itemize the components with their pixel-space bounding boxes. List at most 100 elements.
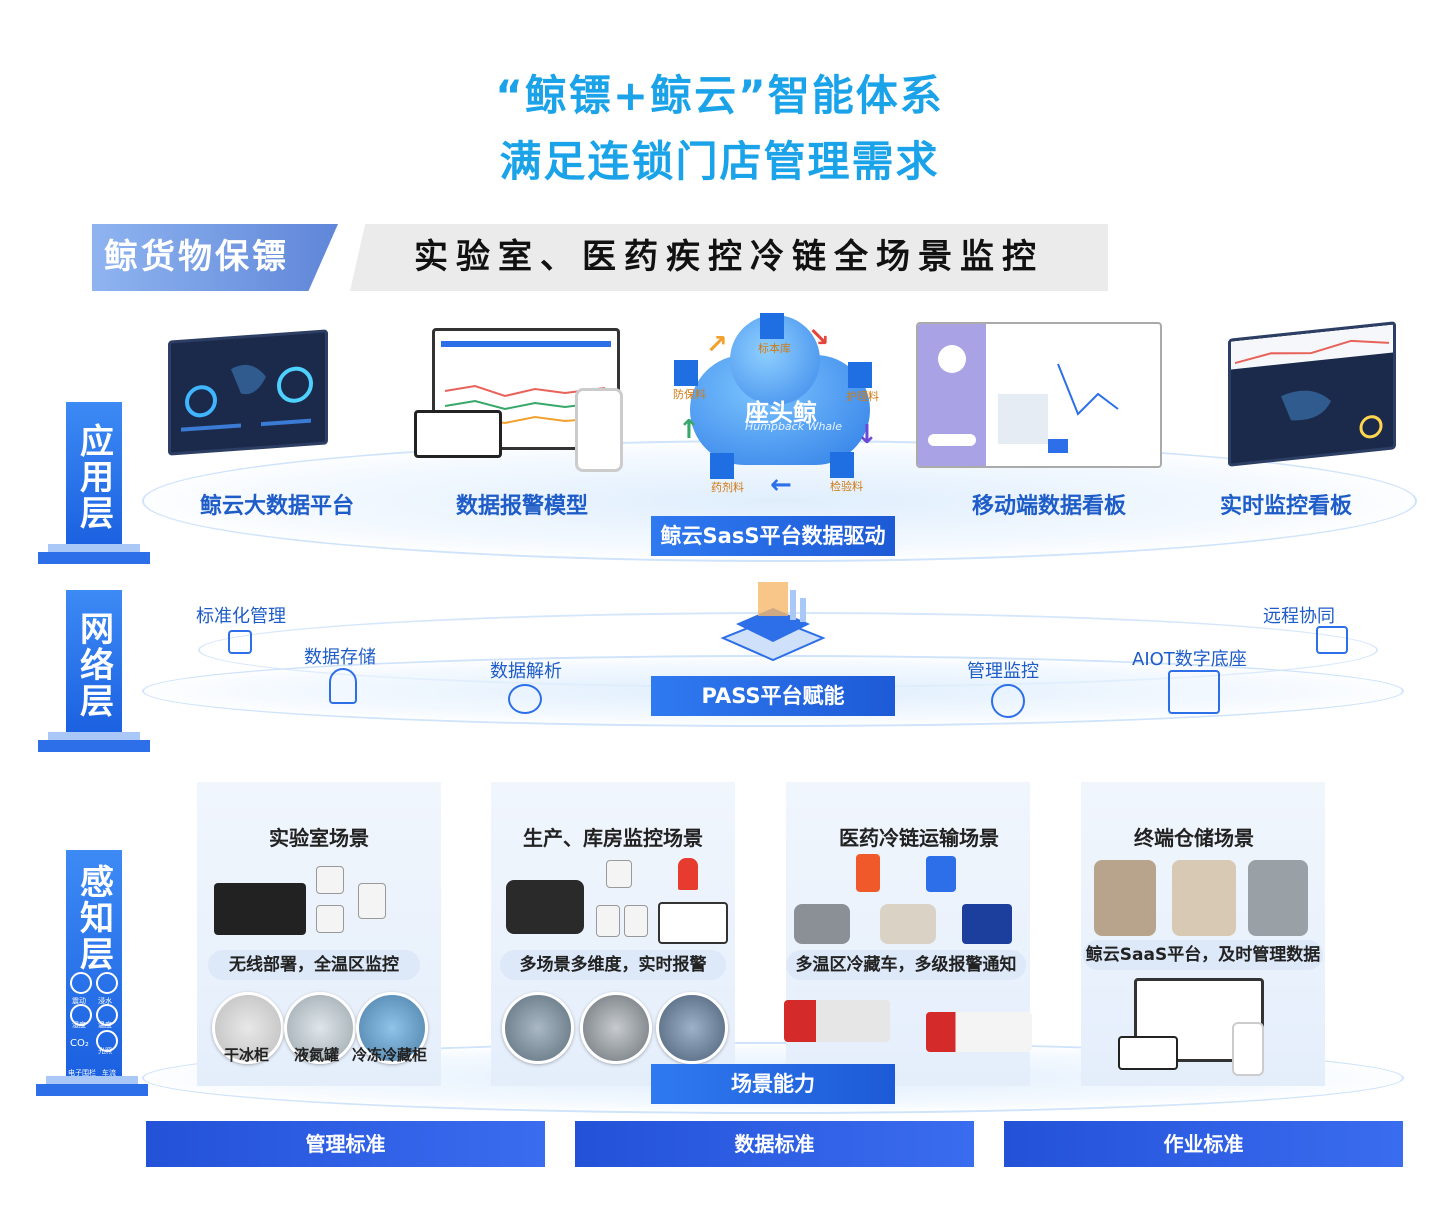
card-title: 生产、库房监控场景 bbox=[523, 826, 703, 850]
card-pill: 多场景多维度，实时报警 bbox=[500, 950, 726, 980]
building-label: 标本库 bbox=[758, 342, 791, 355]
cloud-brand-name: 座头鲸 bbox=[745, 399, 817, 427]
bigdata-screen-mockup bbox=[168, 329, 328, 456]
app-item-label: 鲸云大数据平台 bbox=[200, 494, 355, 519]
cycle-arrow-icon: ↗ bbox=[706, 330, 728, 360]
cycle-arrow-icon: ↑ bbox=[678, 415, 700, 445]
realtime-monitor-mockup bbox=[1228, 321, 1396, 467]
refrigerated-truck bbox=[784, 1000, 890, 1042]
storage-photo bbox=[1172, 860, 1236, 936]
alarm-light-device bbox=[678, 858, 698, 890]
realtime-chart-icon bbox=[1231, 324, 1393, 439]
temperature-icon bbox=[96, 1004, 118, 1026]
card-pill: 多温区冷藏车，多级报警通知 bbox=[786, 950, 1026, 980]
sensor-label: CO₂ bbox=[70, 1038, 89, 1049]
gateway-device bbox=[214, 883, 306, 935]
card-title: 实验室场景 bbox=[269, 826, 369, 850]
freezer-photo bbox=[356, 992, 428, 1064]
storage-photo bbox=[1094, 860, 1156, 936]
building-icon bbox=[674, 360, 698, 386]
sensor-device bbox=[624, 905, 648, 937]
sensor-device bbox=[316, 905, 344, 933]
alarm-model-tablet bbox=[414, 410, 502, 458]
saas-cloud-graphic bbox=[690, 315, 870, 465]
sensor-label: 浸水 bbox=[98, 997, 112, 1005]
saas-phone-mockup bbox=[1232, 1022, 1264, 1076]
data-parse-icon bbox=[508, 684, 542, 714]
warehouse-photo bbox=[502, 992, 574, 1064]
standard-operation: 作业标准 bbox=[1004, 1121, 1403, 1167]
liquid-nitrogen-photo bbox=[284, 992, 356, 1064]
network-item-label: 标准化管理 bbox=[196, 606, 286, 627]
humidity-icon bbox=[70, 1004, 92, 1026]
app-layer-pill: 鲸云SasS平台数据驱动 bbox=[651, 516, 895, 556]
card-title: 医药冷链运输场景 bbox=[839, 826, 999, 850]
card-pill: 无线部署，全温区监控 bbox=[208, 950, 420, 980]
sensor-device bbox=[596, 905, 620, 937]
building-label: 护理料 bbox=[846, 390, 879, 403]
sensor-label: 光照 bbox=[98, 1047, 112, 1055]
photo-caption: 冷冻冷藏柜 bbox=[352, 1046, 428, 1064]
coldroom-photo bbox=[794, 904, 850, 944]
layer-tag-sense: 感知层 bbox=[66, 850, 122, 1085]
dry-ice-cabinet-photo bbox=[212, 992, 284, 1064]
card-pill: 鲸云SaaS平台，及时管理数据 bbox=[1083, 940, 1323, 970]
card-title: 终端仓储场景 bbox=[1134, 826, 1254, 850]
building-label: 检验料 bbox=[830, 480, 863, 493]
cycle-arrow-icon: ← bbox=[770, 470, 792, 500]
water-icon bbox=[96, 972, 118, 994]
sensor-label: 湿度 bbox=[72, 1021, 86, 1029]
sensor-label: 车流 bbox=[102, 1069, 116, 1077]
standard-data: 数据标准 bbox=[575, 1121, 974, 1167]
sensor-device-blue bbox=[926, 856, 956, 892]
app-item-label: 移动端数据看板 bbox=[972, 494, 1127, 519]
cold-box-device bbox=[962, 904, 1012, 944]
sensor-label: 震动 bbox=[72, 997, 86, 1005]
remote-collab-icon bbox=[1316, 626, 1348, 654]
monitor-gauge-icon bbox=[991, 684, 1025, 718]
sensor-device-orange bbox=[856, 854, 880, 892]
layer-tag-network: 网络层 bbox=[66, 590, 122, 740]
bigdata-chart-icon bbox=[181, 364, 313, 432]
sensor-label: 电子围栏 bbox=[68, 1069, 96, 1077]
warehouse-photo bbox=[656, 992, 728, 1064]
cloud-storage-icon bbox=[329, 668, 357, 704]
standard-management: 管理标准 bbox=[146, 1121, 545, 1167]
building-icon bbox=[830, 452, 854, 478]
paas-chip-graphic bbox=[720, 582, 826, 662]
cloud-brand-subtitle: Humpback Whale bbox=[745, 420, 842, 433]
building-label: 防保料 bbox=[673, 388, 706, 401]
building-icon bbox=[760, 313, 784, 339]
warehouse-photo bbox=[580, 992, 652, 1064]
banner-product-name: 鲸货物保镖 bbox=[92, 224, 338, 291]
sensor-device bbox=[606, 860, 632, 888]
sensor-device bbox=[358, 883, 386, 919]
sensor-label: 温度 bbox=[98, 1021, 112, 1029]
cycle-arrow-icon: ↘ bbox=[808, 323, 830, 353]
photo-caption: 液氮罐 bbox=[294, 1046, 340, 1064]
layer-tag-app: 应用层 bbox=[66, 402, 122, 552]
network-topology-icon bbox=[1168, 670, 1220, 714]
refrigerated-truck bbox=[926, 1012, 1032, 1052]
layer-base-network bbox=[38, 732, 150, 752]
main-title-line1: “鲸镖+鲸云”智能体系 bbox=[495, 71, 944, 120]
vibration-icon bbox=[70, 972, 92, 994]
network-layer-pill: PASS平台赋能 bbox=[651, 676, 895, 716]
chart-icon bbox=[228, 630, 252, 654]
building-icon bbox=[848, 362, 872, 388]
alarm-model-phone bbox=[575, 388, 623, 472]
layer-base-app bbox=[38, 544, 150, 564]
network-item-label: AIOT数字底座 bbox=[1132, 649, 1247, 670]
app-item-label: 实时监控看板 bbox=[1220, 494, 1353, 519]
photo-caption: 干冰柜 bbox=[224, 1046, 270, 1064]
gateway-device bbox=[506, 880, 584, 934]
cycle-arrow-icon: ↓ bbox=[856, 420, 878, 450]
saas-tablet-mockup bbox=[1118, 1036, 1178, 1070]
app-item-label: 数据报警模型 bbox=[456, 494, 589, 519]
mobile-dashboard-chart-icon bbox=[918, 324, 1119, 466]
sense-layer-pill: 场景能力 bbox=[651, 1064, 895, 1104]
monitor-laptop bbox=[658, 902, 728, 944]
network-item-label: 远程协同 bbox=[1263, 606, 1335, 627]
main-title-line2: 满足连锁门店管理需求 bbox=[499, 137, 940, 186]
banner-scenario: 实验室、医药疾控冷链全场景监控 bbox=[350, 224, 1108, 291]
